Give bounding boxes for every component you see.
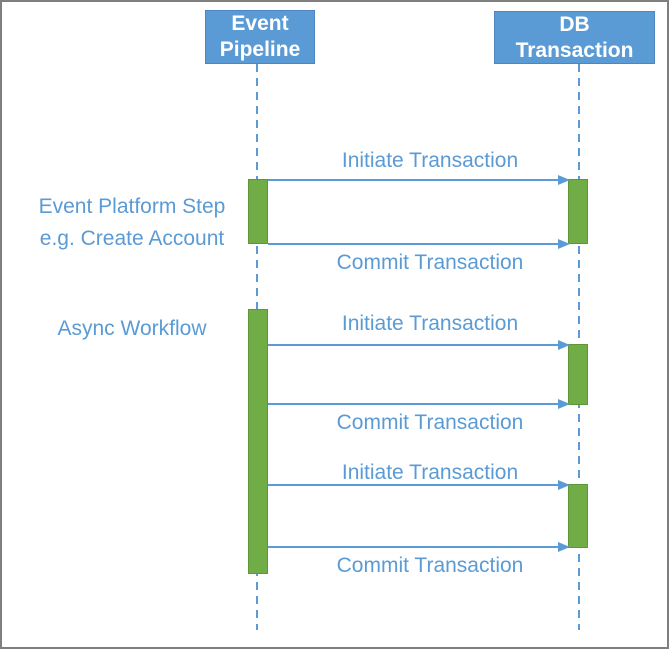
arrow-shaft bbox=[268, 344, 560, 346]
arrow-shaft bbox=[268, 243, 560, 245]
participant-event-pipeline: Event Pipeline bbox=[205, 10, 315, 64]
participant-db-transaction: DB Transaction bbox=[494, 11, 655, 64]
activation-bar-db-transaction-1 bbox=[568, 179, 588, 244]
message-label-initiate-1: Initiate Transaction bbox=[341, 149, 519, 172]
message-arrow-4 bbox=[268, 398, 570, 410]
message-arrow-1 bbox=[268, 174, 570, 186]
message-label-commit-2: Commit Transaction bbox=[336, 411, 524, 434]
arrow-shaft bbox=[268, 546, 560, 548]
message-label-initiate-3: Initiate Transaction bbox=[341, 461, 519, 484]
activation-bar-event-pipeline-1 bbox=[248, 179, 268, 244]
activation-bar-db-transaction-2 bbox=[568, 344, 588, 405]
annotation-async-workflow: Async Workflow bbox=[57, 317, 207, 340]
arrow-shaft bbox=[268, 403, 560, 405]
arrowhead-right-icon bbox=[558, 542, 570, 552]
arrow-shaft bbox=[268, 179, 560, 181]
arrowhead-right-icon bbox=[558, 340, 570, 350]
message-label-commit-3: Commit Transaction bbox=[336, 554, 524, 577]
arrowhead-right-icon bbox=[558, 175, 570, 185]
arrowhead-right-icon bbox=[558, 480, 570, 490]
arrow-shaft bbox=[268, 484, 560, 486]
message-arrow-5 bbox=[268, 479, 570, 491]
message-arrow-3 bbox=[268, 339, 570, 351]
activation-bar-event-pipeline-async bbox=[248, 309, 268, 574]
activation-bar-db-transaction-3 bbox=[568, 484, 588, 548]
annotation-event-platform-step: Event Platform Step e.g. Create Account bbox=[38, 195, 226, 250]
message-arrow-2 bbox=[268, 238, 570, 250]
arrowhead-right-icon bbox=[558, 239, 570, 249]
message-label-initiate-2: Initiate Transaction bbox=[341, 312, 519, 335]
arrowhead-right-icon bbox=[558, 399, 570, 409]
message-label-commit-1: Commit Transaction bbox=[336, 251, 524, 274]
message-arrow-6 bbox=[268, 541, 570, 553]
